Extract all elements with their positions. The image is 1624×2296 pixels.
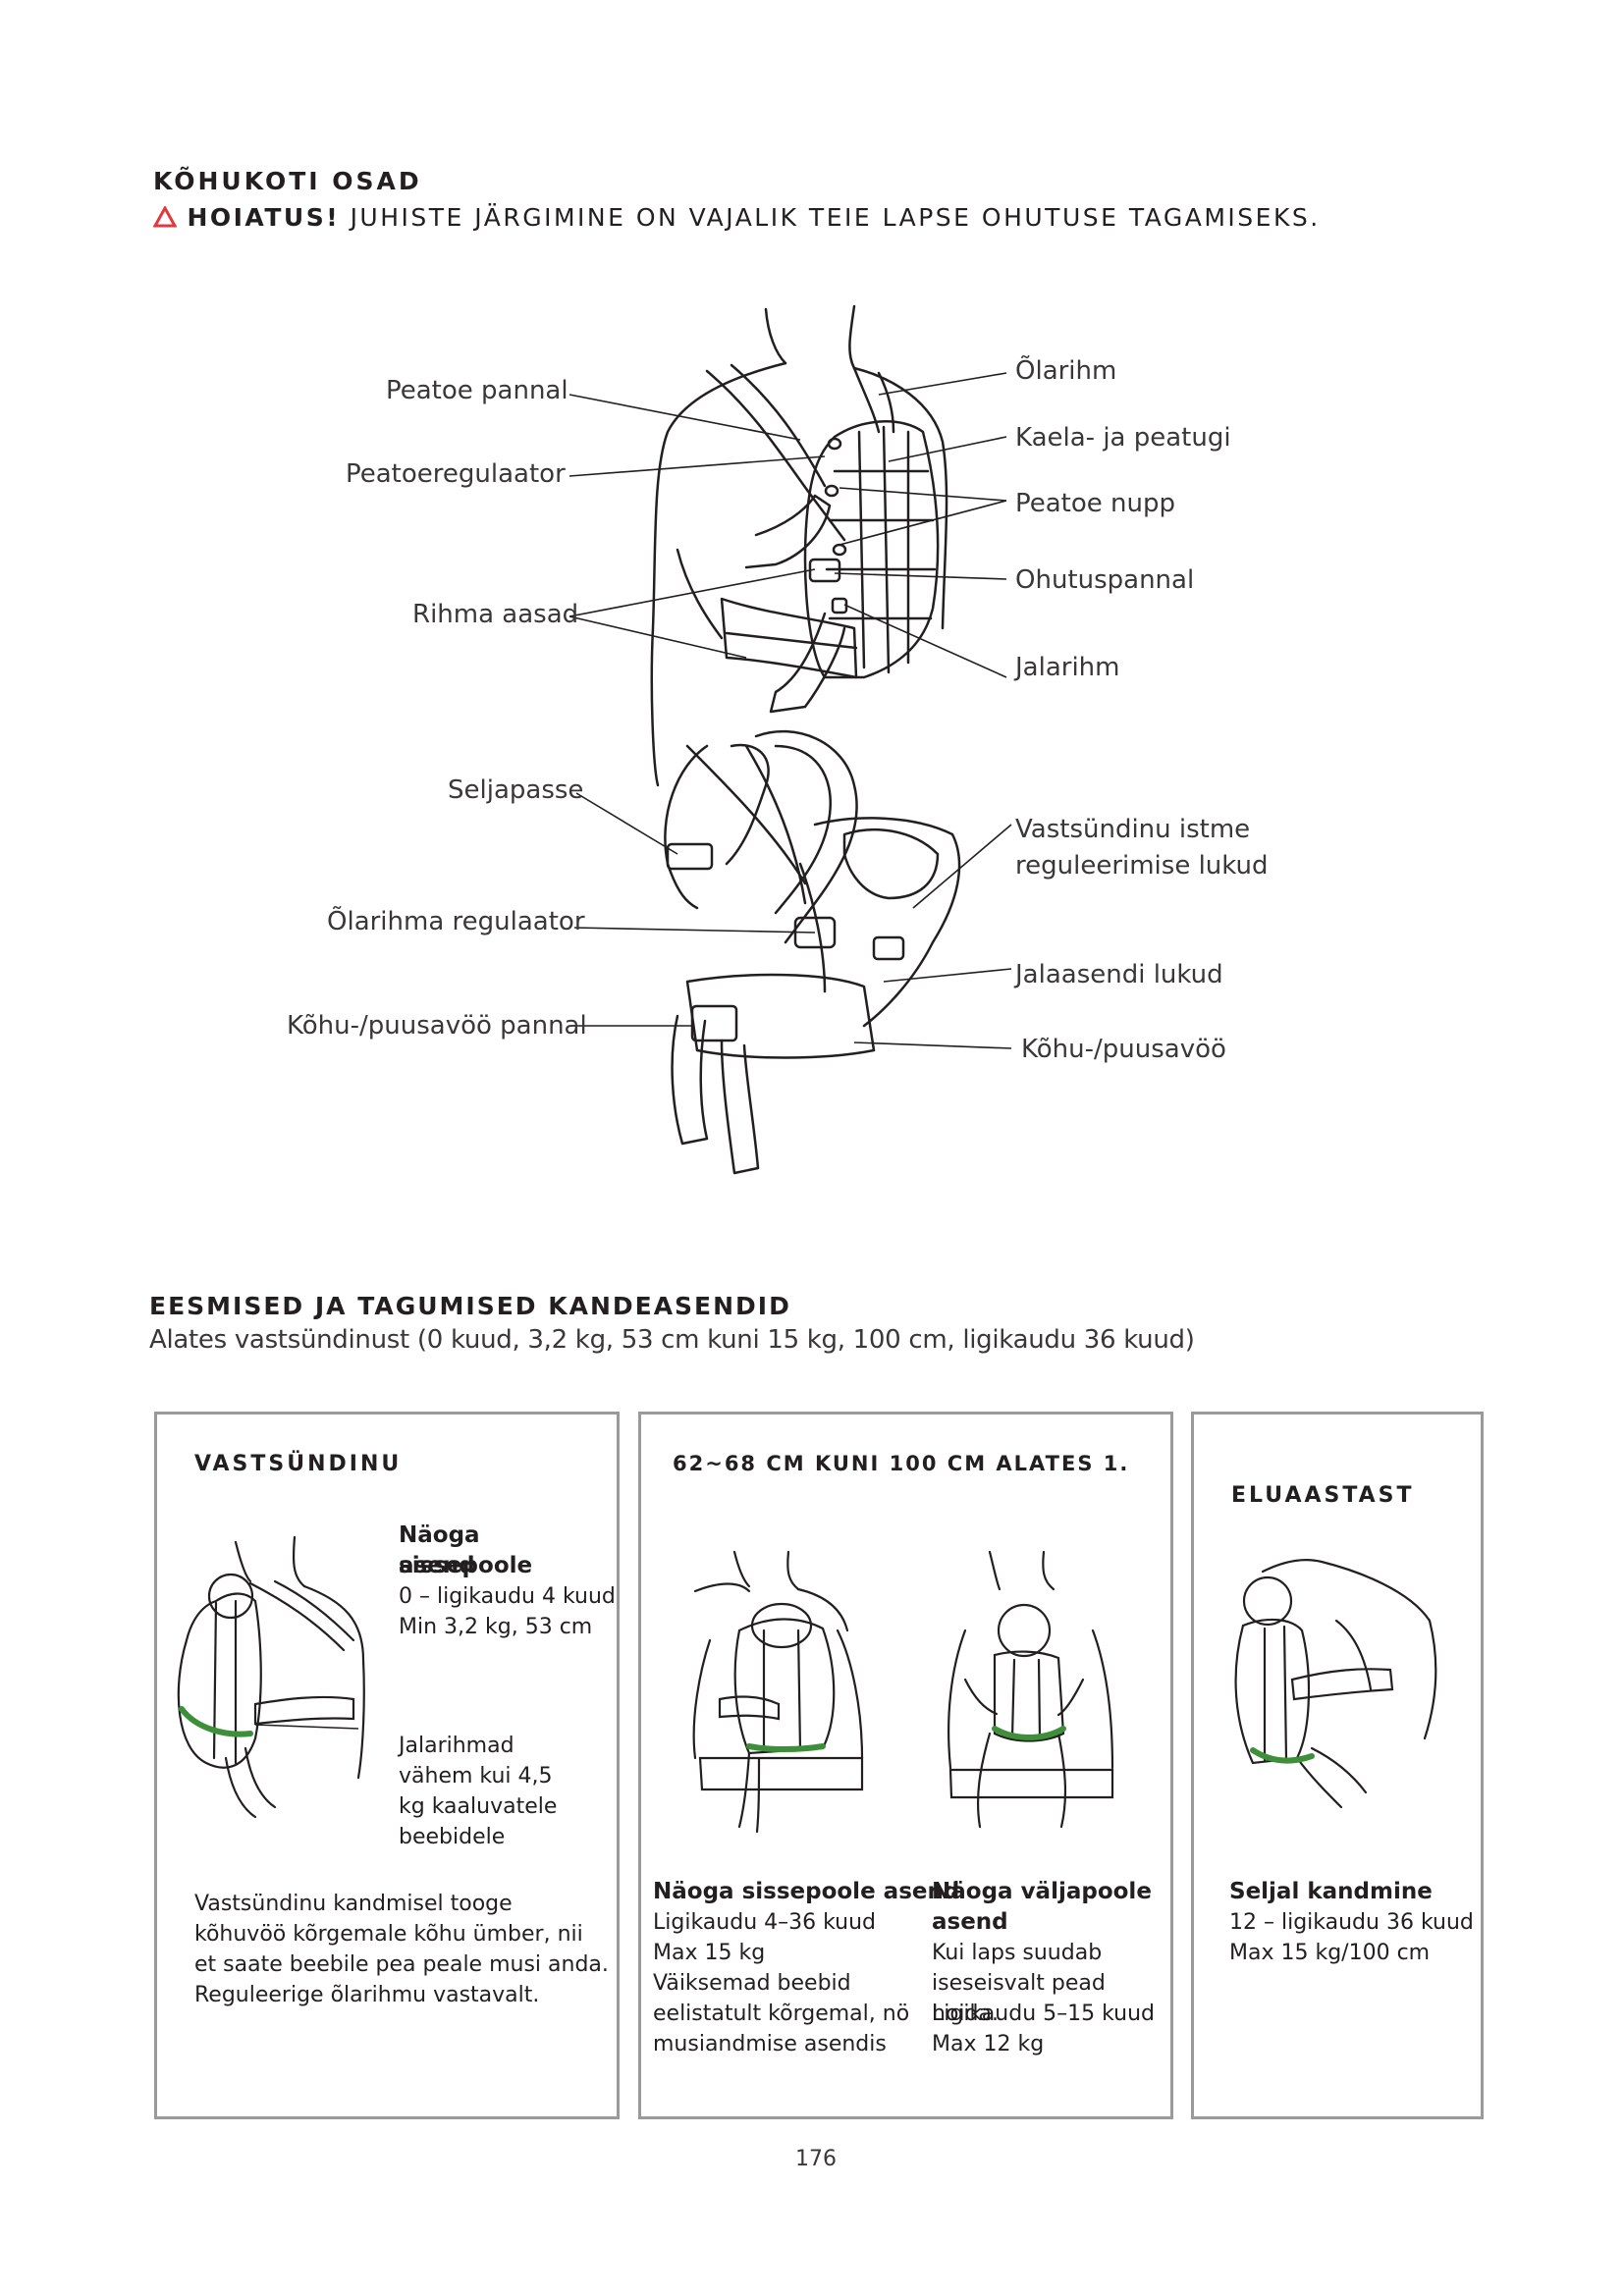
label-back-pass: Seljapasse [448, 775, 584, 805]
leg-straps-3: kg kaaluvatele [399, 1794, 558, 1819]
newborn-text-2: kõhuvöö kõrgemale kõhu ümber, nii [194, 1922, 583, 1947]
leg-straps-4: beebidele [399, 1825, 506, 1849]
newborn-text-3: et saate beebile pea peale musi anda. [194, 1952, 609, 1977]
newborn-position-title-1: Näoga sissepoole [399, 1522, 533, 1578]
warning-text: JUHISTE JÄRGIMINE ON VAJALIK TEIE LAPSE … [350, 203, 1321, 232]
newborn-carrier-illustration [177, 1535, 365, 1819]
newborn-text-4: Reguleerige õlarihmu vastavalt. [194, 1983, 540, 2007]
outward-line-3: Ligikaudu 5–15 kuud [932, 2002, 1156, 2026]
label-newborn-seat-locks-1: Vastsündinu istme [1015, 815, 1251, 844]
box-newborn: VASTSÜNDINU Näoga sissepoole asend 0 – l… [154, 1412, 620, 2119]
box-front-carry: 62~68 CM KUNI 100 CM ALATES 1. Näoga s [638, 1412, 1173, 2119]
label-waist-belt: Kõhu-/puusavöö [1021, 1035, 1226, 1064]
outward-title-2: asend [932, 1909, 1008, 1935]
inward-line-3: Väiksemad beebid [653, 1971, 851, 1996]
inward-line-4: eelistatult kõrgemal, nö [653, 2002, 910, 2026]
front-carry-illustrations [692, 1550, 1114, 1834]
warning-label: HOIATUS! [187, 203, 341, 232]
warning-triangle-icon [153, 206, 177, 228]
box-back-heading: ELUAASTAST [1231, 1483, 1415, 1508]
outward-line-1: Kui laps suudab [932, 1941, 1103, 1965]
label-shoulder-strap: Õlarihm [1015, 356, 1117, 386]
inward-line-2: Max 15 kg [653, 1941, 766, 1965]
section-subtitle: Alates vastsündinust (0 kuud, 3,2 kg, 53… [149, 1325, 1195, 1355]
leg-straps-1: Jalarihmad [399, 1734, 514, 1758]
outward-line-4: Max 12 kg [932, 2032, 1045, 2056]
label-safety-buckle: Ohutuspannal [1015, 565, 1195, 595]
label-waist-belt-buckle: Kõhu-/puusavöö pannal [287, 1011, 587, 1041]
warning-line: HOIATUS! JUHISTE JÄRGIMINE ON VAJALIK TE… [153, 203, 1321, 232]
back-carry-line-1: 12 – ligikaudu 36 kuud [1229, 1910, 1474, 1935]
back-carry-illustration [1234, 1558, 1437, 1809]
label-strap-loops: Rihma aasad [412, 600, 579, 629]
outward-title-1: Näoga väljapoole [932, 1879, 1152, 1904]
newborn-text-1: Vastsündinu kandmisel tooge [194, 1892, 513, 1916]
box-front-heading: 62~68 CM KUNI 100 CM ALATES 1. [673, 1452, 1130, 1475]
newborn-age: 0 – ligikaudu 4 kuud [399, 1584, 616, 1609]
inward-title: Näoga sissepoole asend [653, 1879, 960, 1904]
label-newborn-seat-locks-2: reguleerimise lukud [1015, 851, 1269, 881]
box-newborn-heading: VASTSÜNDINU [194, 1452, 403, 1476]
label-headrest-button: Peatoe nupp [1015, 489, 1176, 518]
outward-line-2: iseseisvalt pead hoida. [932, 1971, 1106, 2026]
label-neck-head-support: Kaela- ja peatugi [1015, 423, 1231, 453]
page-number: 176 [795, 2147, 837, 2171]
back-carry-line-2: Max 15 kg/100 cm [1229, 1941, 1431, 1965]
box-back-carry: ELUAASTAST Seljal kandmine 12 – ligikaud… [1191, 1412, 1484, 2119]
label-headrest-adjuster: Peatoeregulaator [346, 459, 566, 489]
label-shoulder-strap-adjuster: Õlarihma regulaator [327, 907, 585, 936]
carrier-parts-illustration [568, 304, 1012, 1175]
label-headrest-buckle: Peatoe pannal [386, 376, 568, 405]
newborn-position-title-2: asend [399, 1553, 475, 1578]
section-title-positions: EESMISED JA TAGUMISED KANDEASENDID [149, 1292, 791, 1320]
label-leg-position-locks: Jalaasendi lukud [1015, 960, 1223, 989]
inward-line-1: Ligikaudu 4–36 kuud [653, 1910, 877, 1935]
newborn-min: Min 3,2 kg, 53 cm [399, 1615, 593, 1639]
back-carry-title: Seljal kandmine [1229, 1879, 1433, 1904]
inward-line-5: musiandmise asendis [653, 2032, 887, 2056]
leg-straps-2: vähem kui 4,5 [399, 1764, 553, 1789]
label-leg-strap: Jalarihm [1015, 653, 1120, 682]
section-title-parts: KÕHUKOTI OSAD [153, 167, 422, 195]
